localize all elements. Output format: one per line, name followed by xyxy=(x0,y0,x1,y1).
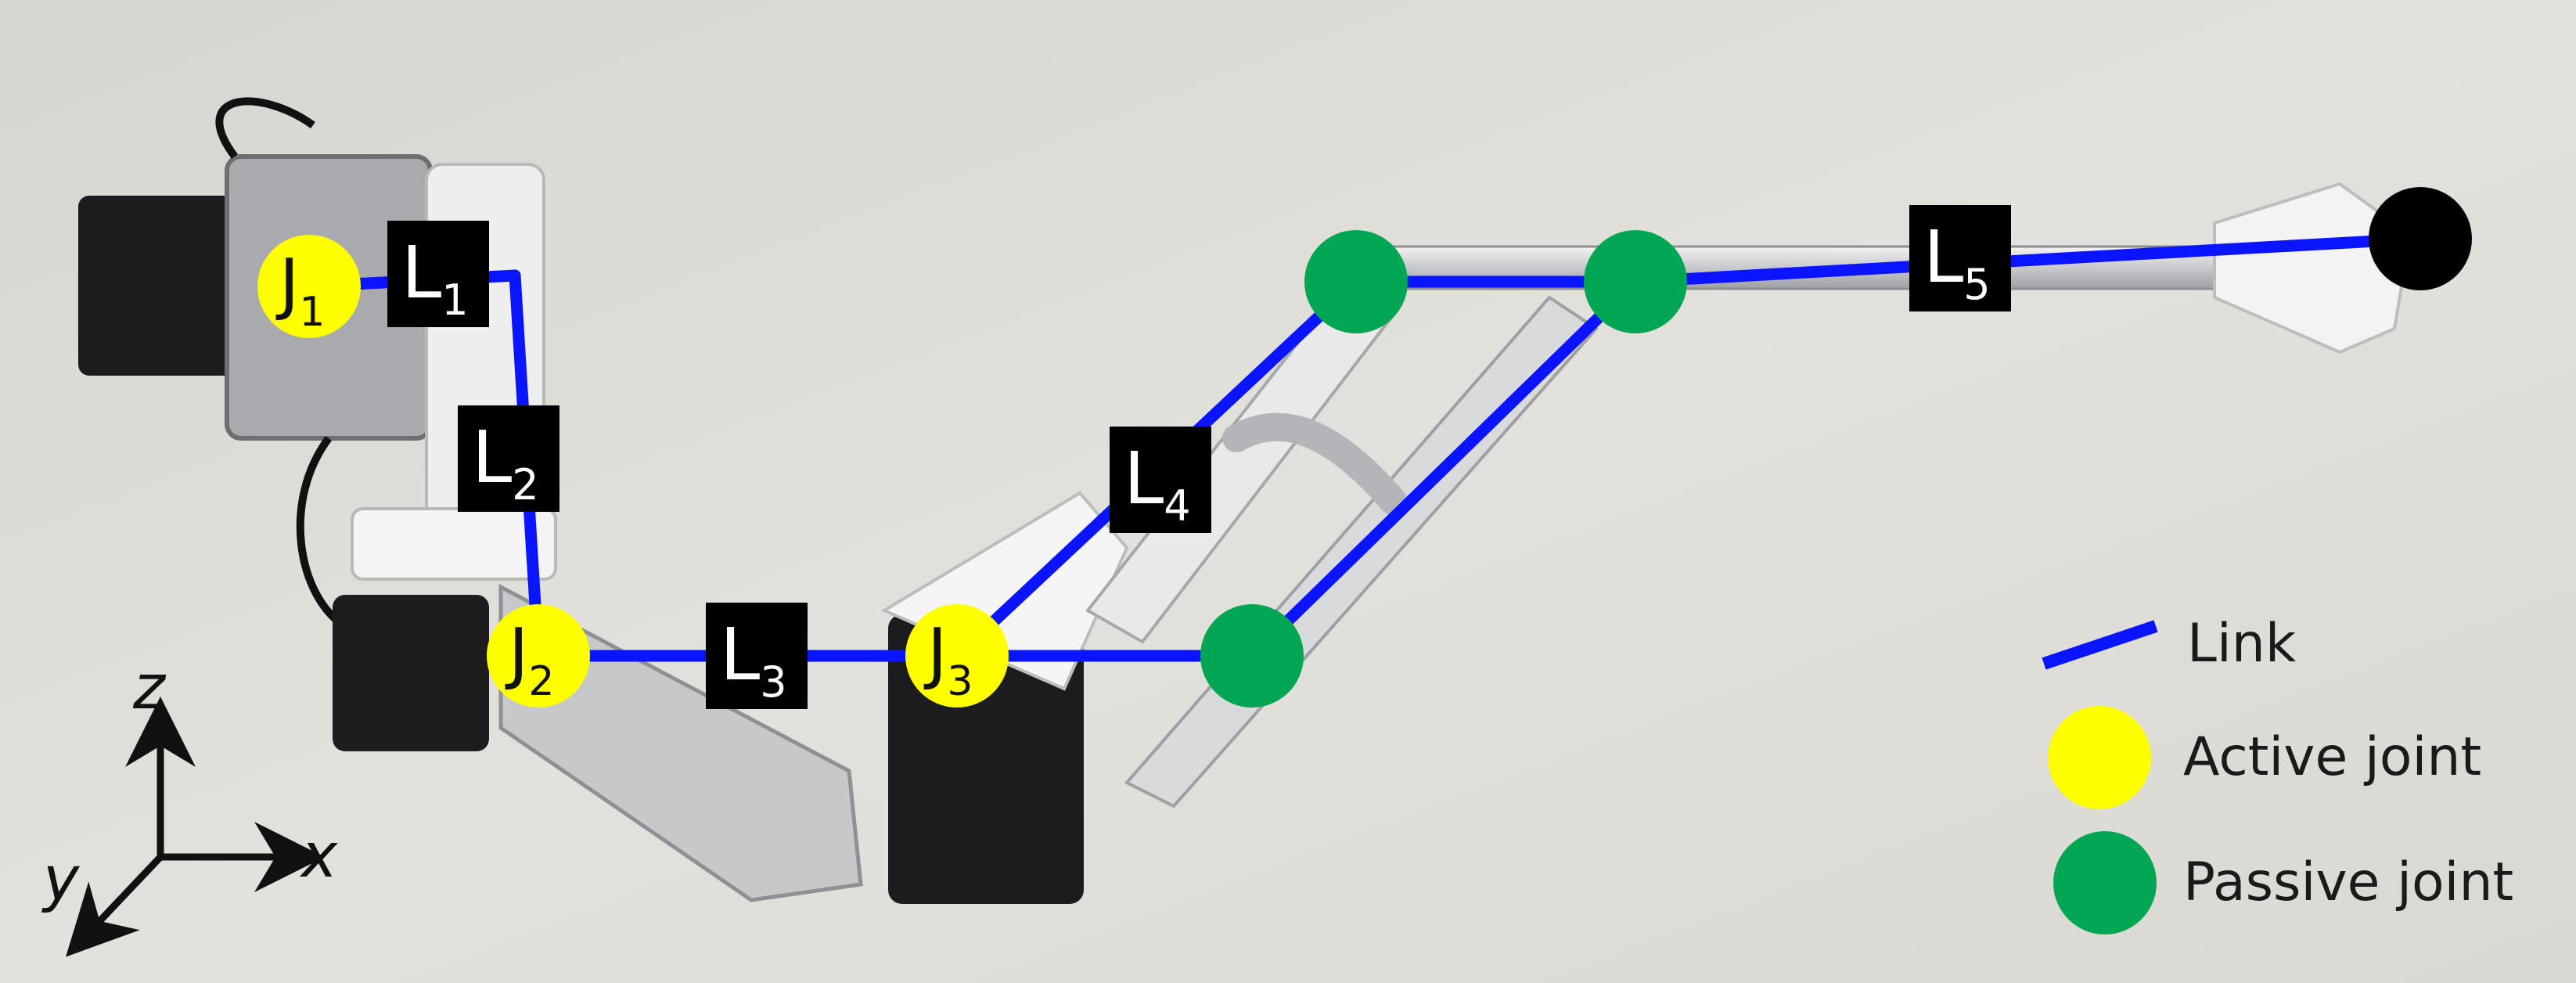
link-label-l3-letter: L xyxy=(720,613,760,697)
legend-active-joint-swatch xyxy=(2048,706,2151,809)
legend: Link Active joint Passive joint xyxy=(2042,613,2513,934)
z-axis-label: z xyxy=(132,653,167,723)
link-label-l5: L5 xyxy=(1923,215,1991,309)
link-label-l5-box xyxy=(1909,205,2011,311)
rod-handle xyxy=(2213,182,2412,355)
link-label-l3-subscript: 3 xyxy=(760,657,786,707)
link-label-l1: L1 xyxy=(401,231,469,325)
active-joint-j1-subscript: 1 xyxy=(299,289,325,336)
link-label-l4-subscript: 4 xyxy=(1164,481,1190,531)
link-label-l2-subscript: 2 xyxy=(512,460,538,510)
active-joint-j3 xyxy=(905,604,1009,708)
link-label-l4: L4 xyxy=(1124,437,1191,531)
active-joint-j3-subscript: 3 xyxy=(947,658,973,705)
link-label-l3-box xyxy=(706,603,808,709)
link-label-l5-letter: L xyxy=(1923,215,1963,299)
y-axis-label: y xyxy=(41,844,81,915)
link-label-l1-box xyxy=(387,221,489,327)
active-joint-j1-letter: J xyxy=(275,245,299,323)
active-joint-j1-label: J1 xyxy=(275,245,325,336)
link-label-l4-letter: L xyxy=(1124,437,1164,520)
active-joint-j2-subscript: 2 xyxy=(528,658,554,705)
j2-servo xyxy=(333,595,489,751)
active-joint-j2-letter: J xyxy=(505,614,528,693)
active-joint-j2-label: J2 xyxy=(505,614,554,705)
end-effector-marker xyxy=(2369,187,2472,290)
link-label-l1-letter: L xyxy=(401,231,441,315)
active-joint-j1 xyxy=(257,235,361,338)
base-cables xyxy=(215,97,347,630)
link-label-l3: L3 xyxy=(720,613,787,707)
legend-active-joint-label: Active joint xyxy=(2183,726,2481,788)
x-axis-label: x xyxy=(299,821,338,891)
link-label-l4-box xyxy=(1110,427,1211,533)
link-label-l1-subscript: 1 xyxy=(441,275,468,325)
passive-joint-2 xyxy=(1584,230,1687,333)
coordinate-axes: z x y xyxy=(41,653,338,957)
legend-passive-joint-label: Passive joint xyxy=(2183,852,2513,913)
y-axis-arrow xyxy=(66,854,164,957)
active-joint-j3-label: J3 xyxy=(923,614,973,705)
active-joint-j3-letter: J xyxy=(923,614,947,693)
column-mount xyxy=(351,507,557,581)
legend-passive-joint-swatch xyxy=(2053,831,2157,934)
active-joint-j2 xyxy=(487,604,590,708)
link-label-l2-letter: L xyxy=(472,416,512,499)
link-segment-parallel xyxy=(1246,275,1642,662)
passive-joint-3 xyxy=(1200,604,1304,708)
link3-plate xyxy=(498,583,863,902)
legend-link-label: Link xyxy=(2187,613,2297,675)
link-label-l5-subscript: 5 xyxy=(1963,260,1990,309)
passive-joint-1 xyxy=(1304,230,1408,333)
spring-coil xyxy=(1222,412,1407,515)
link-label-l2: L2 xyxy=(472,416,539,510)
legend-link-swatch xyxy=(2042,620,2158,670)
link-label-l2-box xyxy=(458,405,559,512)
link-segment-l5 xyxy=(1629,232,2427,288)
